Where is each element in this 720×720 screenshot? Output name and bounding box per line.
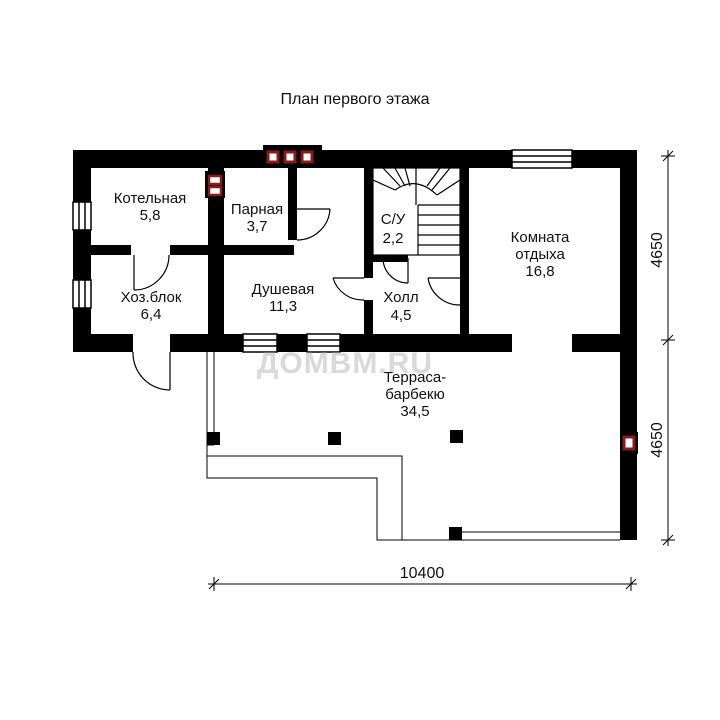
room-name-wc: С/У (381, 211, 406, 228)
room-area-hall: 4,5 (391, 307, 412, 324)
interior-walls (91, 168, 469, 334)
room-name-hall: Холл (383, 289, 418, 306)
room-area-terrace: 34,5 (400, 403, 429, 420)
room-area-shower: 11,3 (269, 298, 297, 315)
room-name-boiler: Котельная (114, 190, 187, 207)
terrace (206, 352, 620, 541)
room-area-utility: 6,4 (141, 306, 162, 323)
room-area-rest: 16,8 (525, 263, 554, 280)
room-name-sauna: Парная (231, 201, 283, 218)
dimension-height-top-label: 4650 (649, 232, 666, 268)
room-name-rest: Комната (511, 229, 570, 246)
room-name2-rest: отдыха (515, 246, 565, 263)
room-labels: Котельная 5,8 Парная 3,7 С/У 2,2 Комната… (114, 190, 570, 420)
terrace-posts (207, 430, 463, 540)
room-area-boiler: 5,8 (140, 207, 161, 224)
windows (72, 149, 573, 353)
dimension-width (208, 577, 637, 591)
room-area-wc: 2,2 (383, 230, 404, 247)
stove-boiler-room (205, 171, 225, 198)
dimension-height-bottom-label: 4650 (649, 422, 666, 458)
chimney-top (263, 145, 322, 168)
chimney-right (620, 432, 638, 454)
room-name-utility: Хоз.блок (121, 289, 182, 306)
dimension-height (661, 150, 675, 546)
doors (132, 208, 461, 391)
staircase (372, 167, 461, 256)
room-name-terrace: Терраса- (384, 369, 447, 386)
room-name-shower: Душевая (252, 281, 315, 298)
dimension-width-label: 10400 (400, 565, 445, 582)
room-name2-terrace: барбекю (385, 386, 445, 403)
plan-title: План первого этажа (281, 91, 430, 108)
room-area-sauna: 3,7 (247, 218, 268, 235)
watermark: ДОМВМ.RU (257, 347, 433, 380)
